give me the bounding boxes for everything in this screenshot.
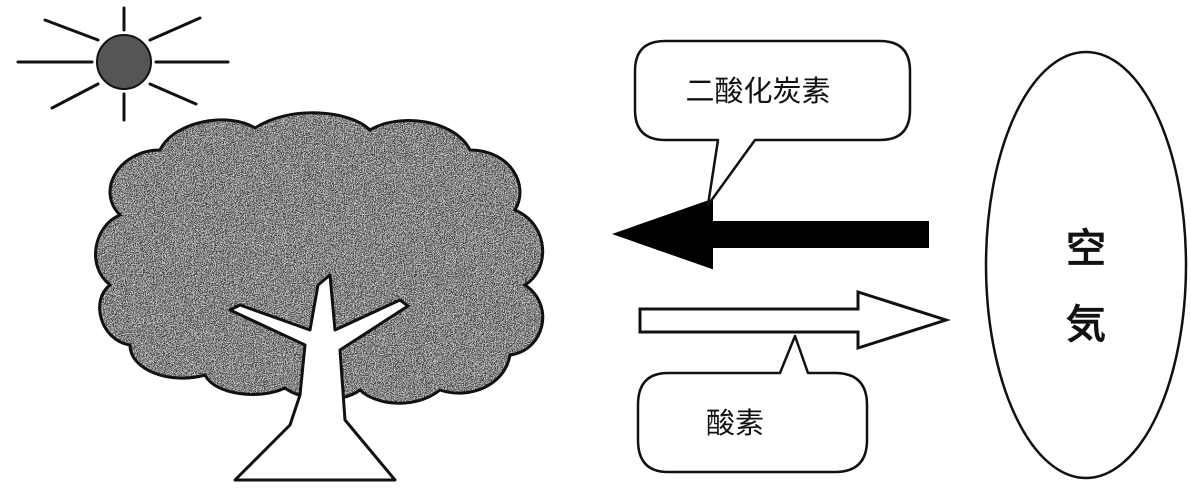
tree-trunk (228, 273, 410, 482)
oxygen-callout: 酸素 (636, 334, 869, 474)
co2-callout: 二酸化炭素 (633, 39, 912, 207)
sun-rays (16, 6, 230, 122)
sun-disc (96, 34, 152, 90)
sun-icon (16, 6, 230, 122)
air-ellipse: 空 気 (984, 50, 1188, 480)
air-label-2: 気 (1066, 302, 1106, 348)
tree-icon (94, 111, 545, 482)
air-label-1: 空 (1066, 226, 1106, 272)
co2-arrow (611, 198, 929, 270)
tree-crown (94, 111, 545, 405)
co2-label: 二酸化炭素 (685, 74, 830, 108)
oxygen-label: 酸素 (706, 406, 764, 440)
oxygen-arrow (638, 289, 951, 351)
